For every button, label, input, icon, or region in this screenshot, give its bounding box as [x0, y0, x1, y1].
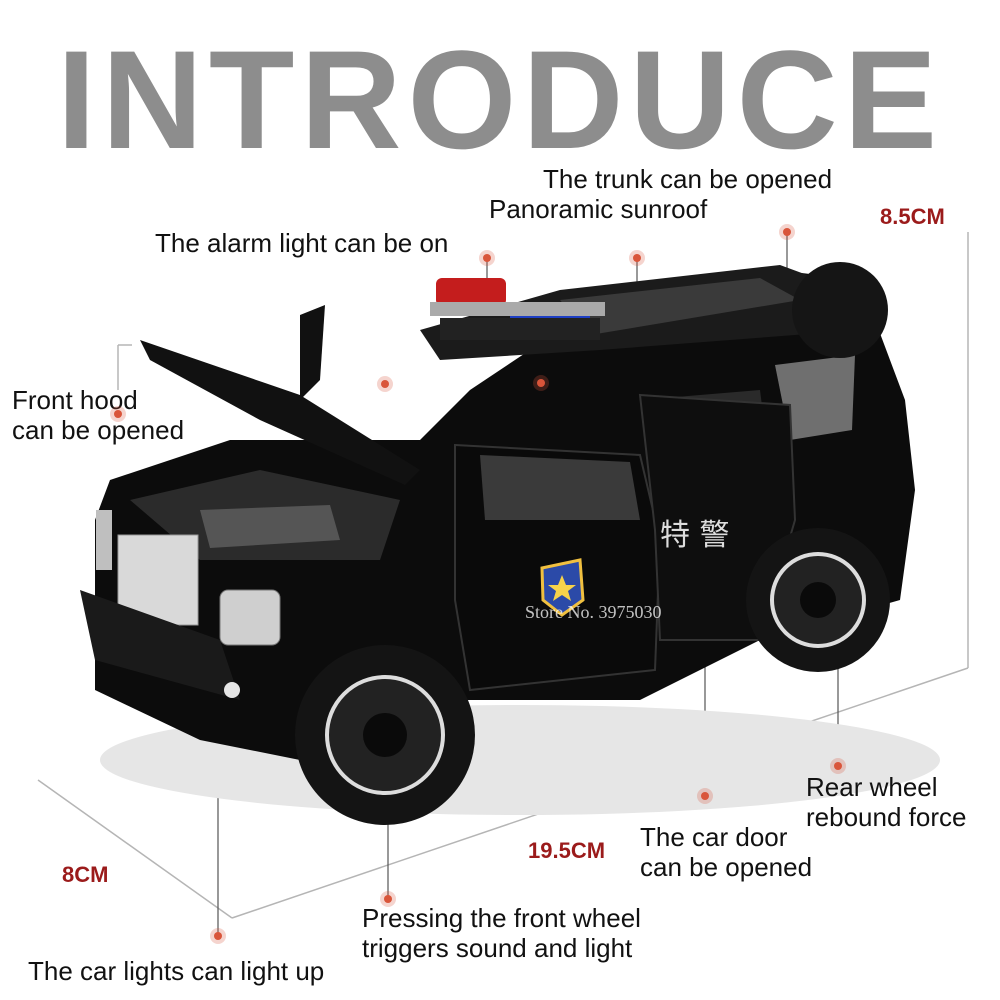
marker-dot-door — [701, 792, 709, 800]
dimension-height: 8.5CM — [880, 204, 945, 229]
callout-front-wheel-line2: triggers sound and light — [362, 933, 633, 963]
callout-door-line1: The car door — [640, 822, 788, 852]
page-title: INTRODUCE — [56, 21, 944, 178]
callout-door-line2: can be opened — [640, 852, 813, 882]
door-text: 特 警 — [660, 518, 730, 553]
front-wheel — [295, 645, 475, 825]
marker-dot-alarm — [483, 254, 491, 262]
callout-front-wheel-line1: Pressing the front wheel — [362, 903, 641, 933]
callout-alarm: The alarm light can be on — [155, 228, 449, 258]
callout-trunk: The trunk can be opened — [543, 164, 833, 194]
marker-dot-trunk — [783, 228, 791, 236]
police-badge — [540, 558, 585, 617]
light-bar — [430, 278, 605, 340]
callout-sunroof: Panoramic sunroof — [489, 194, 708, 224]
rear-wheel — [746, 528, 890, 672]
car-body — [80, 265, 915, 760]
callout-rear-wheel-line2: rebound force — [806, 802, 967, 832]
marker-dot-lights — [214, 932, 222, 940]
dimension-width: 8CM — [62, 862, 109, 887]
marker-dot-roof — [537, 379, 545, 387]
dimension-length: 19.5CM — [528, 838, 606, 863]
store-watermark: Store No. 3975030 — [525, 602, 662, 622]
callout-hood-line2: can be opened — [12, 415, 185, 445]
marker-dot-rear-wheel — [834, 762, 842, 770]
marker-dot-sunroof — [633, 254, 641, 262]
marker-dot-front-wheel — [384, 895, 392, 903]
spare-tire — [792, 262, 888, 358]
callout-lights: The car lights can light up — [28, 956, 325, 986]
callout-rear-wheel-line1: Rear wheel — [806, 772, 938, 802]
marker-dot-hood — [114, 410, 122, 418]
marker-dot-hood-top — [381, 380, 389, 388]
